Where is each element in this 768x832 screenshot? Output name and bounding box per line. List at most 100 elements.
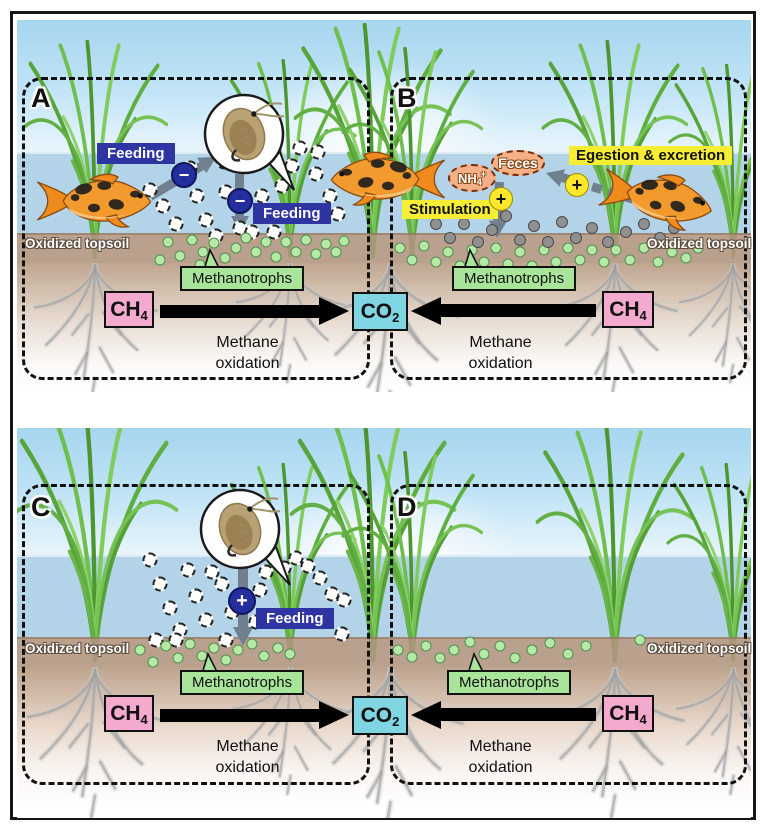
callout-tail [203, 247, 221, 271]
plus-badge: + [228, 587, 256, 615]
panel-letter-a: A [31, 83, 51, 113]
methanotroph-dot [230, 242, 242, 254]
methanotroph-dot [514, 246, 526, 258]
caption-line2: oxidation [468, 354, 533, 372]
methanotrophs-label: Methanotrophs [180, 266, 305, 291]
zooplankton-dot [310, 144, 326, 160]
panel-letter-d: D [397, 492, 417, 522]
zooplankton-dot [188, 588, 204, 604]
methanotroph-dot [300, 234, 312, 246]
feces-dot [472, 236, 484, 248]
methanotroph-dot [574, 254, 586, 266]
methanotroph-dot [420, 640, 432, 652]
caption-line1: Methane [469, 738, 532, 755]
feces-dot [638, 218, 650, 230]
co2-subscript: 2 [392, 310, 400, 325]
methanotroph-dot [610, 244, 622, 256]
feeding-label: Feeding [253, 203, 331, 224]
plus-badge: + [489, 187, 513, 211]
zooplankton-dot [330, 206, 346, 222]
zooplankton-dot [322, 188, 338, 204]
methanotroph-dot [270, 251, 282, 263]
methanotrophs-label: Methanotrophs [452, 266, 577, 291]
feeding-label: Feeding [97, 143, 175, 164]
methanotroph-dot [154, 254, 166, 266]
feces-dot [654, 232, 666, 244]
zooplankton-dot [258, 564, 274, 580]
zooplankton-dot [142, 182, 158, 198]
oxidized-topsoil-label: Oxidized topsoil [647, 641, 752, 656]
methane-oxidation-caption: Methane oxidation [428, 737, 573, 779]
methanotroph-dot [598, 256, 610, 268]
co2-formula: CO [360, 704, 393, 727]
methanotroph-dot [162, 236, 174, 248]
oxidized-topsoil-label: Oxidized topsoil [25, 641, 130, 656]
co2-subscript: 2 [392, 714, 400, 729]
methanotroph-dot [197, 246, 209, 258]
methanotroph-dot [442, 246, 454, 258]
oxidized-topsoil-band [17, 637, 751, 667]
ch4-subscript: 4 [639, 712, 647, 727]
methanotroph-dot [184, 638, 196, 650]
methanotroph-dot [430, 256, 442, 268]
koi-fish-icon [330, 151, 445, 206]
methanotroph-dot [580, 640, 592, 652]
zooplankton-magnifier-icon [199, 488, 291, 586]
methanotroph-dot [330, 246, 342, 258]
rice-plant-icon [535, 428, 695, 663]
koi-fish-icon [598, 168, 712, 231]
methanotroph-dot [406, 254, 418, 266]
stimulation-label: Stimulation [402, 200, 498, 219]
ch4-formula: CH [609, 702, 640, 725]
ch4-formula: CH [110, 702, 141, 725]
methanotroph-dot [147, 656, 159, 668]
feces-dot [444, 232, 456, 244]
zooplankton-dot [312, 570, 328, 586]
oxidized-topsoil-label: Oxidized topsoil [647, 236, 752, 251]
methanotroph-dot [624, 254, 636, 266]
ch4-formula: CH [609, 298, 640, 321]
methanotroph-dot [406, 651, 418, 663]
methanotroph-dot [638, 242, 650, 254]
feces-dot [528, 220, 540, 232]
plus-badge: + [565, 173, 589, 197]
feces-dot [620, 226, 632, 238]
methanotroph-dot [284, 648, 296, 660]
zooplankton-dot [155, 198, 171, 214]
methanotroph-dot [478, 648, 490, 660]
zooplankton-dot [334, 626, 350, 642]
methane-oxidation-caption: Methane oxidation [175, 737, 320, 779]
methanotroph-dot [260, 236, 272, 248]
oxidized-topsoil-label: Oxidized topsoil [25, 236, 130, 251]
methanotroph-dot [562, 242, 574, 254]
methanotroph-dot [320, 238, 332, 250]
methanotroph-dot [208, 237, 220, 249]
zooplankton-dot [292, 140, 308, 156]
ch4-subscript: 4 [140, 712, 148, 727]
feces-dot [570, 232, 582, 244]
panel-letter-b: B [397, 83, 417, 113]
feces-dot [500, 210, 512, 222]
methanotroph-dot [652, 256, 664, 268]
zooplankton-dot [148, 632, 164, 648]
methanotroph-dot [526, 644, 538, 656]
rice-plant-icon [289, 428, 457, 663]
caption-line1: Methane [216, 738, 279, 755]
methanotroph-dot [634, 634, 646, 646]
methanotroph-dot [418, 240, 430, 252]
caption-line2: oxidation [215, 758, 280, 776]
methanotroph-dot [232, 644, 244, 656]
panel-d-box [390, 484, 747, 785]
methanotroph-dot [246, 638, 258, 650]
panel-b-box [390, 77, 747, 380]
methanotroph-dot [562, 648, 574, 660]
methanotroph-dot [648, 642, 660, 654]
methanotroph-dot [490, 242, 502, 254]
feces-label: Feces [491, 150, 545, 176]
methanotroph-dot [219, 252, 231, 264]
